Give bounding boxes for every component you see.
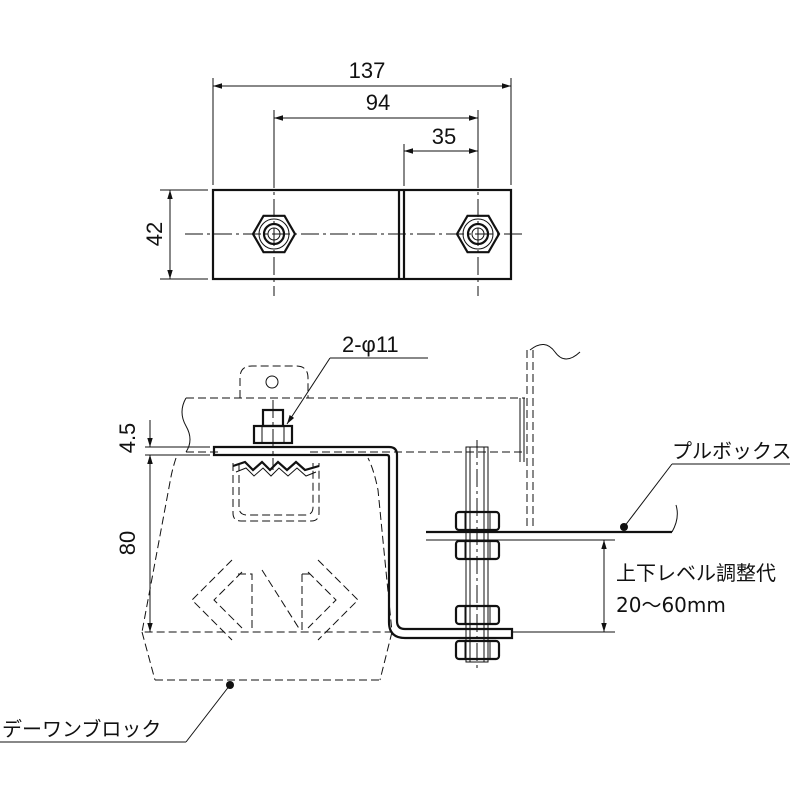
leader-pull-box: プルボックス [620, 439, 791, 531]
dimension-4-5: 4.5 [115, 420, 210, 482]
dim-height-label: 42 [142, 222, 167, 246]
top-bolt [252, 400, 294, 470]
plate-thickness-label: 4.5 [115, 423, 140, 454]
side-view: 2-φ11 4.5 80 上下レベル調整代 20～60mm [0, 332, 791, 743]
pull-box [426, 344, 678, 541]
l-bracket [212, 445, 514, 640]
rail-channel [232, 460, 320, 522]
leader-hole: 2-φ11 [286, 332, 428, 425]
block-outline [141, 457, 393, 681]
block-logo [191, 559, 359, 641]
dim-right-label: 35 [432, 124, 456, 149]
nut-left [251, 214, 297, 254]
nut-right [455, 214, 501, 254]
upper-pipe [181, 365, 525, 453]
pull-box-label: プルボックス [672, 439, 791, 463]
level-adjust-label: 上下レベル調整代 [616, 561, 776, 585]
dimension-137: 137 [212, 58, 512, 185]
dimension-94: 94 [273, 90, 479, 170]
block-label: デーワンブロック [2, 717, 161, 741]
hole-spec-label: 2-φ11 [342, 332, 399, 357]
block-height-label: 80 [115, 531, 140, 555]
level-adjust-range: 20～60mm [616, 593, 726, 617]
dim-overall-label: 137 [349, 58, 386, 83]
level-adjust-dimension: 上下レベル調整代 20～60mm [512, 539, 776, 633]
leader-block: デーワンブロック [0, 681, 234, 743]
top-view: 137 94 35 42 [142, 58, 525, 296]
threaded-rod [454, 440, 501, 670]
dimension-42: 42 [142, 189, 208, 280]
dimension-35: 35 [403, 124, 478, 186]
dimension-80: 80 [115, 455, 153, 632]
dim-pitch-label: 94 [366, 90, 390, 115]
